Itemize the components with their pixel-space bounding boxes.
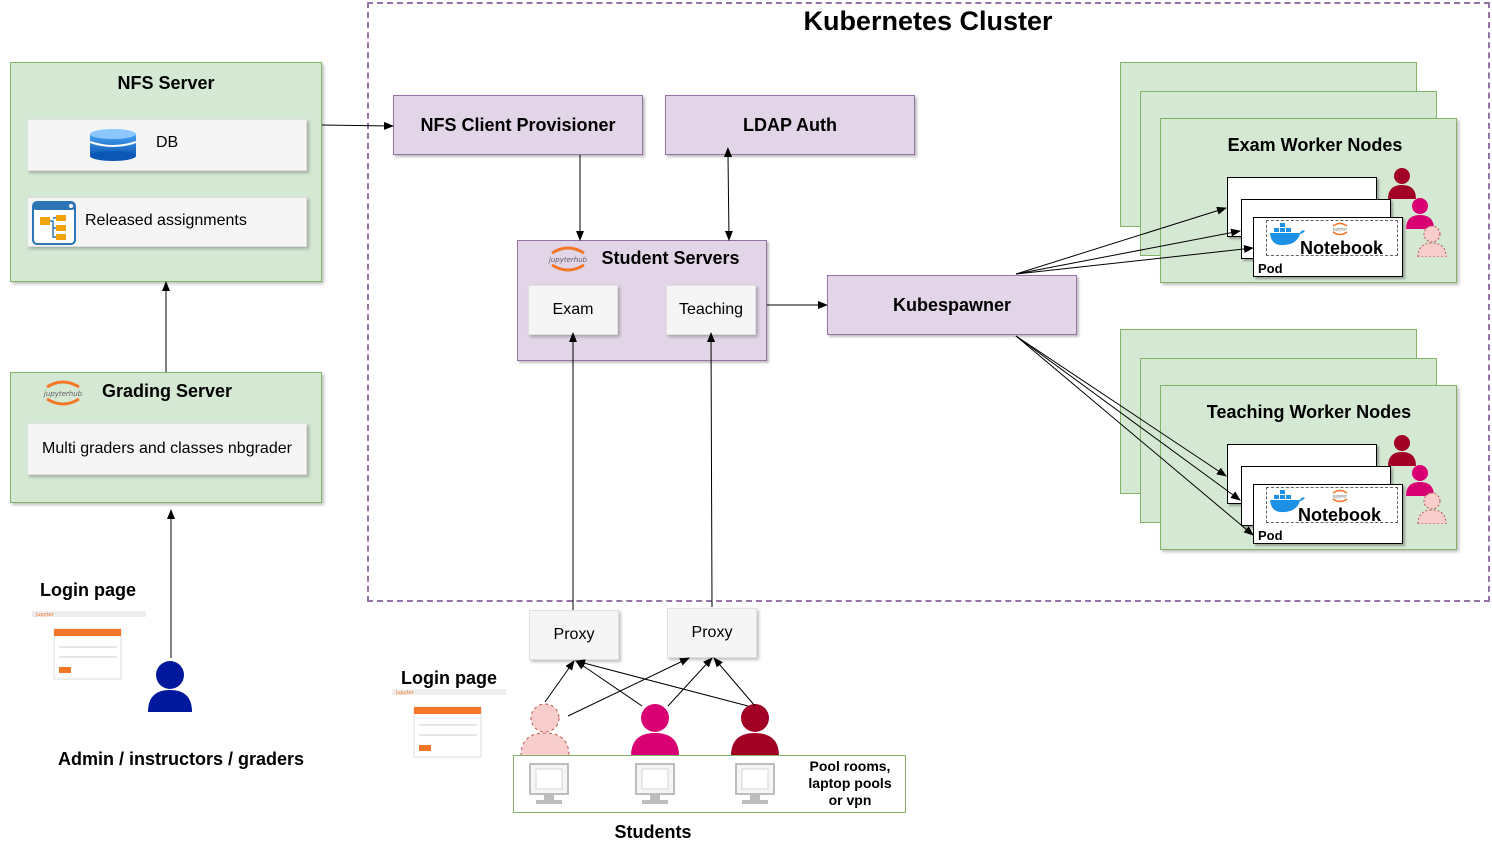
teaching-pod: jupyter Notebook Pod bbox=[1253, 484, 1403, 544]
svg-text:jupyter: jupyter bbox=[395, 690, 415, 696]
teaching-pod-label: Pod bbox=[1258, 528, 1283, 543]
grading-server: jupyterhub Grading Server Multi graders … bbox=[10, 372, 322, 503]
docker-icon bbox=[1268, 487, 1306, 515]
students-login-label: Login page bbox=[401, 668, 497, 688]
computer-icon bbox=[634, 762, 676, 806]
exam-pod: jupyter Notebook Pod bbox=[1253, 217, 1403, 277]
notebook-dashed-box bbox=[1266, 220, 1398, 256]
db-label: DB bbox=[156, 134, 179, 151]
svg-text:jupyterhub: jupyterhub bbox=[548, 256, 588, 264]
students-caption: Students bbox=[614, 822, 692, 842]
student-servers: jupyterhub Student Servers Exam Teaching bbox=[517, 240, 767, 361]
exam-worker-nodes: Exam Worker Nodes jupyter Notebook Pod bbox=[1160, 118, 1457, 283]
nfs-client-provisioner: NFS Client Provisioner bbox=[393, 95, 643, 155]
db-box: DB bbox=[27, 119, 307, 171]
svg-text:jupyter: jupyter bbox=[1332, 494, 1348, 499]
user-icon bbox=[1405, 464, 1435, 496]
jupyterhub-logo: jupyterhub bbox=[31, 379, 95, 407]
admin-caption: Admin / instructors / graders bbox=[57, 749, 305, 769]
kubernetes-cluster-boundary bbox=[367, 2, 1490, 602]
assignments-icon bbox=[32, 201, 76, 245]
student-user-icon bbox=[520, 702, 570, 757]
teaching-server: Teaching bbox=[666, 285, 756, 335]
jupyter-icon: jupyter bbox=[1330, 489, 1350, 503]
exam-worker-nodes-title: Exam Worker Nodes bbox=[1227, 135, 1403, 155]
cluster-title: Kubernetes Cluster bbox=[803, 6, 1053, 36]
ldap-auth: LDAP Auth bbox=[665, 95, 915, 155]
user-icon bbox=[1387, 434, 1417, 466]
grading-server-title: Grading Server bbox=[101, 381, 233, 401]
nfs-server: NFS Server DB bbox=[10, 62, 322, 282]
svg-text:jupyter: jupyter bbox=[1332, 227, 1348, 232]
computer-icon bbox=[528, 762, 570, 806]
user-icon bbox=[1387, 167, 1417, 199]
exam-pod-label: Pod bbox=[1258, 261, 1283, 276]
exam-notebook-label: Notebook bbox=[1300, 238, 1383, 258]
nbgrader-box: Multi graders and classes nbgrader bbox=[27, 423, 307, 475]
jupyter-icon: jupyter bbox=[1330, 222, 1350, 236]
user-icon bbox=[1417, 492, 1447, 525]
admin-user-icon bbox=[146, 660, 194, 712]
pool-rooms-label: Pool rooms, laptop pools or vpn bbox=[808, 758, 892, 808]
notebook-dashed-box bbox=[1266, 487, 1398, 523]
admin-login-thumbnail: jupyter bbox=[32, 609, 146, 681]
proxy-left: Proxy bbox=[529, 610, 619, 660]
student-user-icon bbox=[630, 702, 680, 756]
student-user-icon bbox=[730, 702, 780, 756]
admin-login-label: Login page bbox=[40, 580, 136, 600]
teaching-notebook-label: Notebook bbox=[1298, 505, 1381, 525]
proxy-right: Proxy bbox=[667, 608, 757, 658]
students-login-thumbnail: jupyter bbox=[392, 687, 506, 759]
pool-rooms-box: Pool rooms, laptop pools or vpn bbox=[513, 755, 906, 813]
svg-text:jupyterhub: jupyterhub bbox=[43, 390, 83, 398]
kubespawner: Kubespawner bbox=[827, 275, 1077, 335]
released-assignments-label: Released assignments bbox=[85, 212, 247, 229]
released-assignments-box: Released assignments bbox=[27, 197, 307, 247]
database-icon bbox=[88, 128, 138, 162]
docker-icon bbox=[1268, 220, 1306, 248]
student-servers-title: Student Servers bbox=[601, 248, 740, 268]
jupyterhub-logo: jupyterhub bbox=[536, 245, 600, 273]
user-icon bbox=[1417, 225, 1447, 258]
svg-text:jupyter: jupyter bbox=[35, 612, 55, 618]
user-icon bbox=[1405, 197, 1435, 229]
nfs-server-title: NFS Server bbox=[117, 73, 215, 93]
teaching-worker-nodes-title: Teaching Worker Nodes bbox=[1206, 402, 1412, 422]
computer-icon bbox=[734, 762, 776, 806]
teaching-worker-nodes: Teaching Worker Nodes jupyter Notebook P… bbox=[1160, 385, 1457, 550]
